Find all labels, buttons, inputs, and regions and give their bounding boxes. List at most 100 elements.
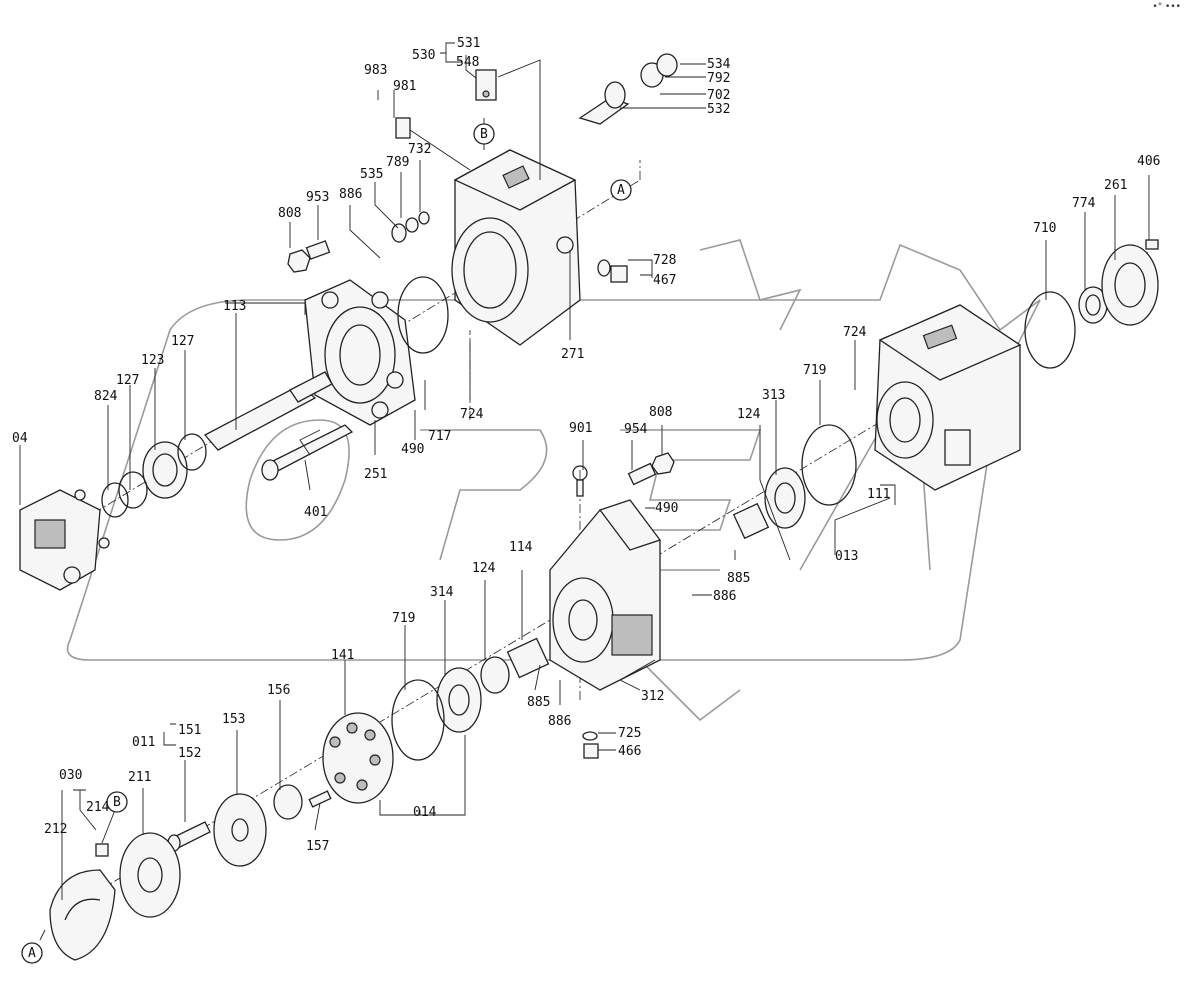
label-401: 401 bbox=[304, 505, 327, 520]
corner-mark: •° ••• bbox=[1152, 2, 1181, 12]
flange-251 bbox=[304, 279, 416, 426]
label-211: 211 bbox=[128, 770, 151, 785]
label-789: 789 bbox=[386, 155, 409, 170]
label-886-center: 886 bbox=[548, 714, 571, 729]
label-954: 954 bbox=[624, 422, 648, 437]
valve-block-312 bbox=[549, 499, 662, 691]
label-124-right: 124 bbox=[737, 407, 761, 422]
label-271: 271 bbox=[561, 347, 584, 362]
label-532: 532 bbox=[707, 102, 730, 117]
part-530 bbox=[475, 69, 497, 101]
label-530: 530 bbox=[412, 48, 435, 63]
label-531: 531 bbox=[457, 36, 480, 51]
label-212: 212 bbox=[44, 822, 67, 837]
label-702: 702 bbox=[707, 88, 730, 103]
label-014: 014 bbox=[413, 805, 437, 820]
label-808-right: 808 bbox=[649, 405, 672, 420]
label-111: 111 bbox=[867, 487, 890, 502]
part-532 bbox=[578, 53, 678, 125]
label-490-right: 490 bbox=[655, 501, 678, 516]
label-406: 406 bbox=[1137, 154, 1160, 169]
label-717: 717 bbox=[428, 429, 451, 444]
label-214: 214 bbox=[86, 800, 110, 815]
parts-725-466 bbox=[582, 731, 599, 759]
piston-parts bbox=[167, 784, 332, 867]
label-261: 261 bbox=[1104, 178, 1127, 193]
callout-labels: 531 530 548 534 792 702 532 983 981 B 78… bbox=[12, 36, 1160, 961]
label-113: 113 bbox=[223, 299, 246, 314]
bearing-123 bbox=[101, 433, 207, 518]
label-724-right: 724 bbox=[843, 325, 867, 340]
label-808: 808 bbox=[278, 206, 301, 221]
shaft-113 bbox=[203, 371, 333, 451]
leader-lines bbox=[19, 42, 1150, 941]
label-535: 535 bbox=[360, 167, 383, 182]
part-981 bbox=[395, 117, 411, 139]
label-251: 251 bbox=[364, 467, 387, 482]
label-013: 013 bbox=[835, 549, 858, 564]
casing-271 bbox=[451, 149, 581, 346]
cylinder-141 bbox=[322, 712, 394, 804]
label-981: 981 bbox=[393, 79, 416, 94]
label-719: 719 bbox=[392, 611, 415, 626]
valve-plate-313 bbox=[732, 424, 857, 540]
swash-parts bbox=[49, 832, 181, 961]
plate-314 bbox=[391, 667, 482, 761]
label-ref-b: B bbox=[480, 127, 488, 142]
label-ref-a-lower: A bbox=[28, 946, 36, 961]
label-127: 127 bbox=[116, 373, 139, 388]
label-824: 824 bbox=[94, 389, 118, 404]
label-490: 490 bbox=[401, 442, 424, 457]
label-548: 548 bbox=[456, 55, 479, 70]
label-04: 04 bbox=[12, 431, 28, 446]
label-157: 157 bbox=[306, 839, 329, 854]
parts-114-124 bbox=[480, 637, 550, 694]
label-732: 732 bbox=[408, 142, 431, 157]
label-ref-a: A bbox=[617, 183, 625, 198]
label-127-top: 127 bbox=[171, 334, 194, 349]
part-808-953 bbox=[287, 240, 331, 273]
part-467 bbox=[597, 259, 628, 283]
parts-808-954-901 bbox=[572, 452, 675, 497]
label-710: 710 bbox=[1033, 221, 1056, 236]
gear-pump-04 bbox=[19, 489, 110, 591]
label-312: 312 bbox=[641, 689, 664, 704]
label-011: 011 bbox=[132, 735, 155, 750]
label-719-right: 719 bbox=[803, 363, 826, 378]
label-901: 901 bbox=[569, 421, 592, 436]
label-153: 153 bbox=[222, 712, 245, 727]
label-534: 534 bbox=[707, 57, 731, 72]
label-774: 774 bbox=[1072, 196, 1096, 211]
label-953: 953 bbox=[306, 190, 329, 205]
label-724: 724 bbox=[460, 407, 484, 422]
label-467: 467 bbox=[653, 273, 676, 288]
reference-circles bbox=[21, 123, 632, 964]
label-725: 725 bbox=[618, 726, 641, 741]
label-124: 124 bbox=[472, 561, 496, 576]
label-886: 886 bbox=[339, 187, 362, 202]
label-983: 983 bbox=[364, 63, 387, 78]
label-885: 885 bbox=[527, 695, 550, 710]
label-886-right: 886 bbox=[713, 589, 736, 604]
oring-717 bbox=[397, 276, 449, 354]
label-151: 151 bbox=[178, 723, 201, 738]
rear-cover-parts bbox=[1024, 239, 1159, 369]
label-466: 466 bbox=[618, 744, 641, 759]
bolt-401 bbox=[261, 424, 354, 481]
label-152: 152 bbox=[178, 746, 201, 761]
label-030: 030 bbox=[59, 768, 82, 783]
label-728: 728 bbox=[653, 253, 676, 268]
pump-assembly-111 bbox=[874, 304, 1022, 491]
label-ref-b-lower: B bbox=[113, 795, 121, 810]
label-123: 123 bbox=[141, 353, 164, 368]
label-156: 156 bbox=[267, 683, 290, 698]
label-114: 114 bbox=[509, 540, 533, 555]
label-792: 792 bbox=[707, 71, 730, 86]
small-seals bbox=[391, 211, 430, 243]
label-885-right: 885 bbox=[727, 571, 750, 586]
label-313: 313 bbox=[762, 388, 785, 403]
label-314: 314 bbox=[430, 585, 454, 600]
label-141: 141 bbox=[331, 648, 354, 663]
